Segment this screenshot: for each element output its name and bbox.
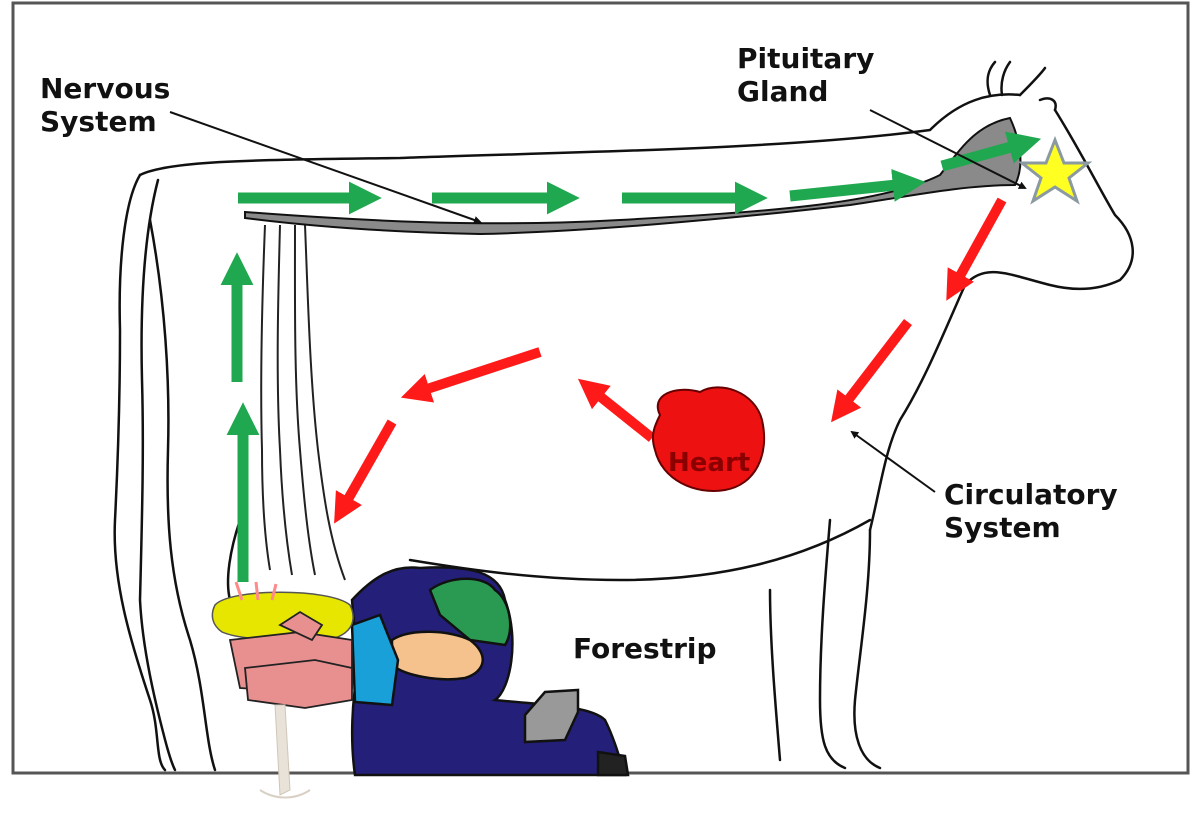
pituitary-gland-label-line1: Pituitary (737, 42, 875, 75)
gloved-hands (228, 610, 353, 709)
blood-arrow (334, 419, 397, 524)
blood-arrow (577, 378, 656, 442)
milker-shirt (428, 577, 512, 647)
nervous-system-label-line1: Nervous (40, 72, 171, 105)
circulatory-system-label-line2: System (944, 511, 1061, 544)
nerve-arrow (789, 168, 926, 202)
milker-boot (523, 688, 580, 744)
milker-shoe (596, 750, 630, 777)
nervous-pointer (169, 111, 482, 224)
glove-thumb (278, 610, 324, 642)
milker-arm (390, 630, 484, 681)
blood-arrows (334, 197, 1007, 524)
milker-sleeve (350, 613, 400, 707)
blood-arrow (831, 318, 912, 423)
milker-figure (350, 566, 630, 777)
blood-arrow (946, 197, 1007, 301)
pointer-lines (169, 109, 1027, 493)
milk-stream (274, 704, 291, 796)
heart-shape (651, 386, 766, 492)
nervous-system-label-line2: System (40, 105, 157, 138)
forestrip-label: Forestrip (573, 632, 717, 665)
stimulus-lines (234, 581, 278, 601)
glove-right (244, 659, 353, 709)
circulatory-system-label-line1: Circulatory (944, 478, 1118, 511)
udder-nerves (260, 224, 346, 581)
circulatory-pointer (850, 430, 936, 493)
milk-splash (259, 789, 311, 799)
heart-label: Heart (668, 448, 751, 478)
pituitary-gland-label-line2: Gland (737, 75, 829, 108)
blood-arrow (400, 347, 542, 403)
nerve-arrow (940, 131, 1042, 172)
pituitary-pointer (869, 109, 1027, 189)
nerve-arrows (220, 131, 1042, 582)
